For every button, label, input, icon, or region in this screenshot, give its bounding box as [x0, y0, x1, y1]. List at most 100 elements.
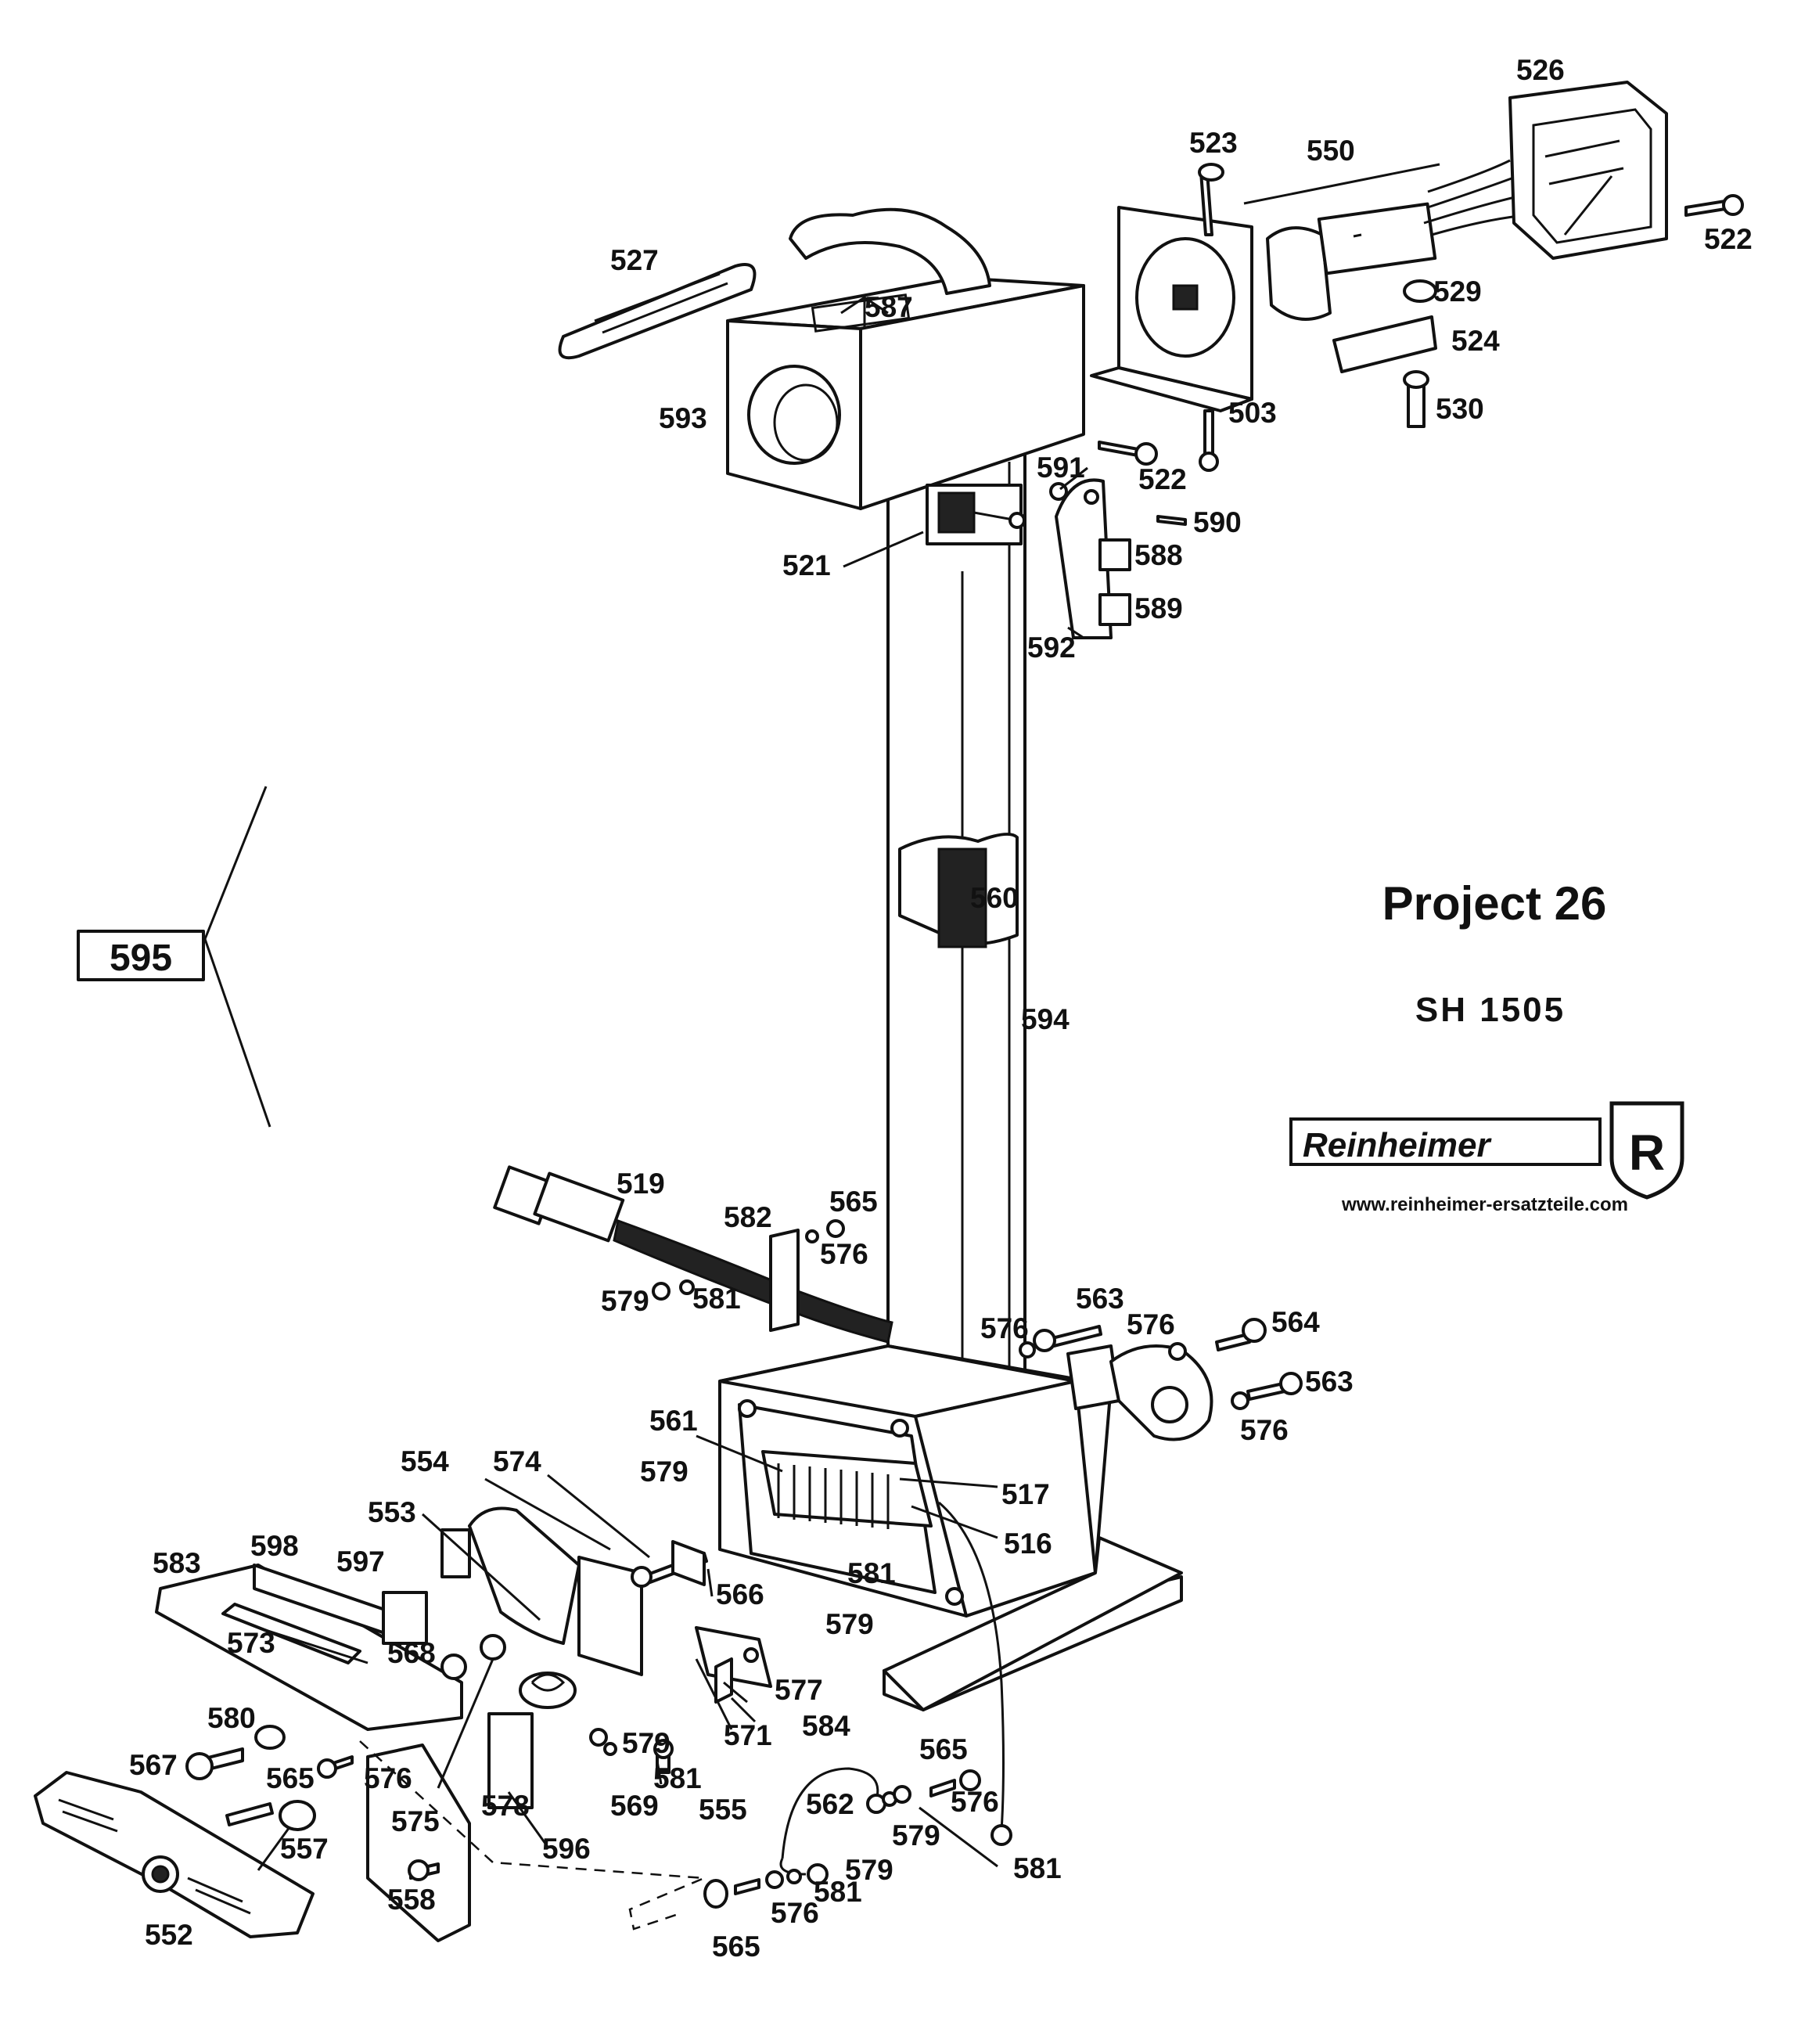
part-label: 584	[802, 1710, 850, 1742]
part-label: 552	[145, 1919, 193, 1951]
part-label: 597	[336, 1546, 385, 1578]
part-label: 563	[1076, 1283, 1124, 1315]
part-label: 574	[493, 1445, 541, 1477]
part-label: 558	[387, 1884, 436, 1916]
part-label: 521	[782, 549, 831, 581]
part-label: 567	[129, 1749, 178, 1781]
part-label: 565	[712, 1931, 760, 1963]
part-label: 579	[640, 1456, 688, 1488]
part-label: 571	[724, 1719, 772, 1751]
brand-logo: Reinheimer R www.reinheimer-ersatzteile.…	[1289, 1101, 1684, 1215]
part-label: 519	[617, 1168, 665, 1200]
part-label: 576	[1127, 1308, 1175, 1340]
brand-shield-icon	[1609, 1101, 1684, 1200]
part-label: 568	[387, 1637, 436, 1669]
part-label: 591	[1037, 452, 1085, 484]
part-label: 598	[250, 1530, 299, 1562]
wire-562	[703, 1767, 981, 1909]
part-label: 554	[401, 1445, 449, 1477]
part-label: 581	[814, 1876, 862, 1908]
part-label: 565	[266, 1762, 315, 1794]
dashed-outline	[359, 1740, 705, 1931]
switch-521	[926, 484, 1026, 545]
leader-lines	[257, 233, 1362, 1871]
part-label: 583	[153, 1547, 201, 1579]
switch-550	[1243, 159, 1526, 321]
callout-595-label: 595	[110, 937, 172, 979]
part-label: 589	[1134, 592, 1183, 624]
part-label: 576	[820, 1238, 868, 1270]
part-label: 588	[1134, 539, 1183, 571]
part-label: 503	[1228, 397, 1277, 429]
part-label: 550	[1307, 135, 1355, 167]
part-label: 593	[659, 402, 707, 434]
part-label: 566	[716, 1578, 764, 1610]
part-labels: 526 523 550 522 527 587 529 524 593 503 …	[129, 54, 1753, 1963]
callout-595: 595	[77, 786, 271, 1128]
part-label: 526	[1516, 54, 1565, 86]
part-label: 523	[1189, 127, 1238, 159]
column-594	[886, 448, 1026, 1445]
title-block: Project 26 SH 1505	[1382, 877, 1607, 1029]
plate-592	[1049, 478, 1187, 639]
part-label: 565	[919, 1733, 968, 1765]
small-parts-top	[1098, 163, 1744, 472]
part-label: 555	[699, 1794, 747, 1826]
part-label: 563	[1305, 1366, 1354, 1398]
part-label: 579	[622, 1727, 671, 1759]
part-label: 577	[775, 1674, 823, 1706]
part-label: 579	[601, 1285, 649, 1317]
project-title: Project 26	[1382, 877, 1607, 930]
part-label: 524	[1451, 325, 1500, 357]
part-label: 576	[1240, 1414, 1289, 1446]
part-label: 581	[653, 1762, 702, 1794]
terminal-block	[761, 1450, 1012, 1846]
part-label: 562	[806, 1788, 854, 1820]
cable-519	[493, 1165, 893, 1344]
part-label: 575	[391, 1805, 440, 1837]
grip-527	[558, 263, 757, 360]
part-label: 527	[610, 244, 659, 276]
part-label: 580	[207, 1702, 256, 1734]
cover-526	[1508, 81, 1668, 260]
part-label: 553	[368, 1496, 416, 1528]
part-label: 576	[951, 1786, 999, 1818]
brand-url: www.reinheimer-ersatzteile.com	[1341, 1194, 1628, 1215]
part-label: 594	[1021, 1003, 1070, 1035]
part-label: 576	[771, 1897, 819, 1929]
pedal-assembly	[155, 1506, 772, 1942]
part-label: 581	[847, 1557, 896, 1589]
part-label: 581	[1013, 1852, 1062, 1884]
part-label: 596	[542, 1833, 591, 1865]
part-label: 573	[227, 1627, 275, 1659]
part-label: 529	[1433, 275, 1482, 308]
part-label: 569	[610, 1790, 659, 1822]
part-label: 579	[825, 1608, 874, 1640]
part-label: 576	[364, 1762, 412, 1794]
part-label: 522	[1704, 223, 1753, 255]
part-label: 564	[1271, 1306, 1320, 1338]
pedal-552	[34, 1725, 440, 1938]
brand-wordmark: Reinheimer	[1303, 1126, 1493, 1164]
part-label: 581	[692, 1283, 741, 1315]
part-label: 578	[481, 1790, 530, 1822]
part-label: 561	[649, 1405, 698, 1437]
part-label: 522	[1138, 463, 1187, 495]
model-number: SH 1505	[1415, 991, 1566, 1029]
brand-emblem-letter: R	[1629, 1125, 1665, 1181]
motor-563	[1019, 1318, 1303, 1441]
part-label: 530	[1436, 393, 1484, 425]
part-label: 579	[892, 1819, 940, 1851]
part-label: 579	[845, 1854, 893, 1886]
part-label: 517	[1001, 1478, 1050, 1510]
part-label: 557	[280, 1833, 329, 1865]
plate-503	[1090, 206, 1253, 412]
part-label: 590	[1193, 506, 1242, 538]
part-label: 565	[829, 1186, 878, 1218]
part-label: 587	[865, 291, 913, 323]
part-label: 516	[1004, 1528, 1052, 1560]
part-label: 576	[980, 1312, 1029, 1344]
part-label: 560	[970, 882, 1019, 914]
part-label: 592	[1027, 632, 1076, 664]
